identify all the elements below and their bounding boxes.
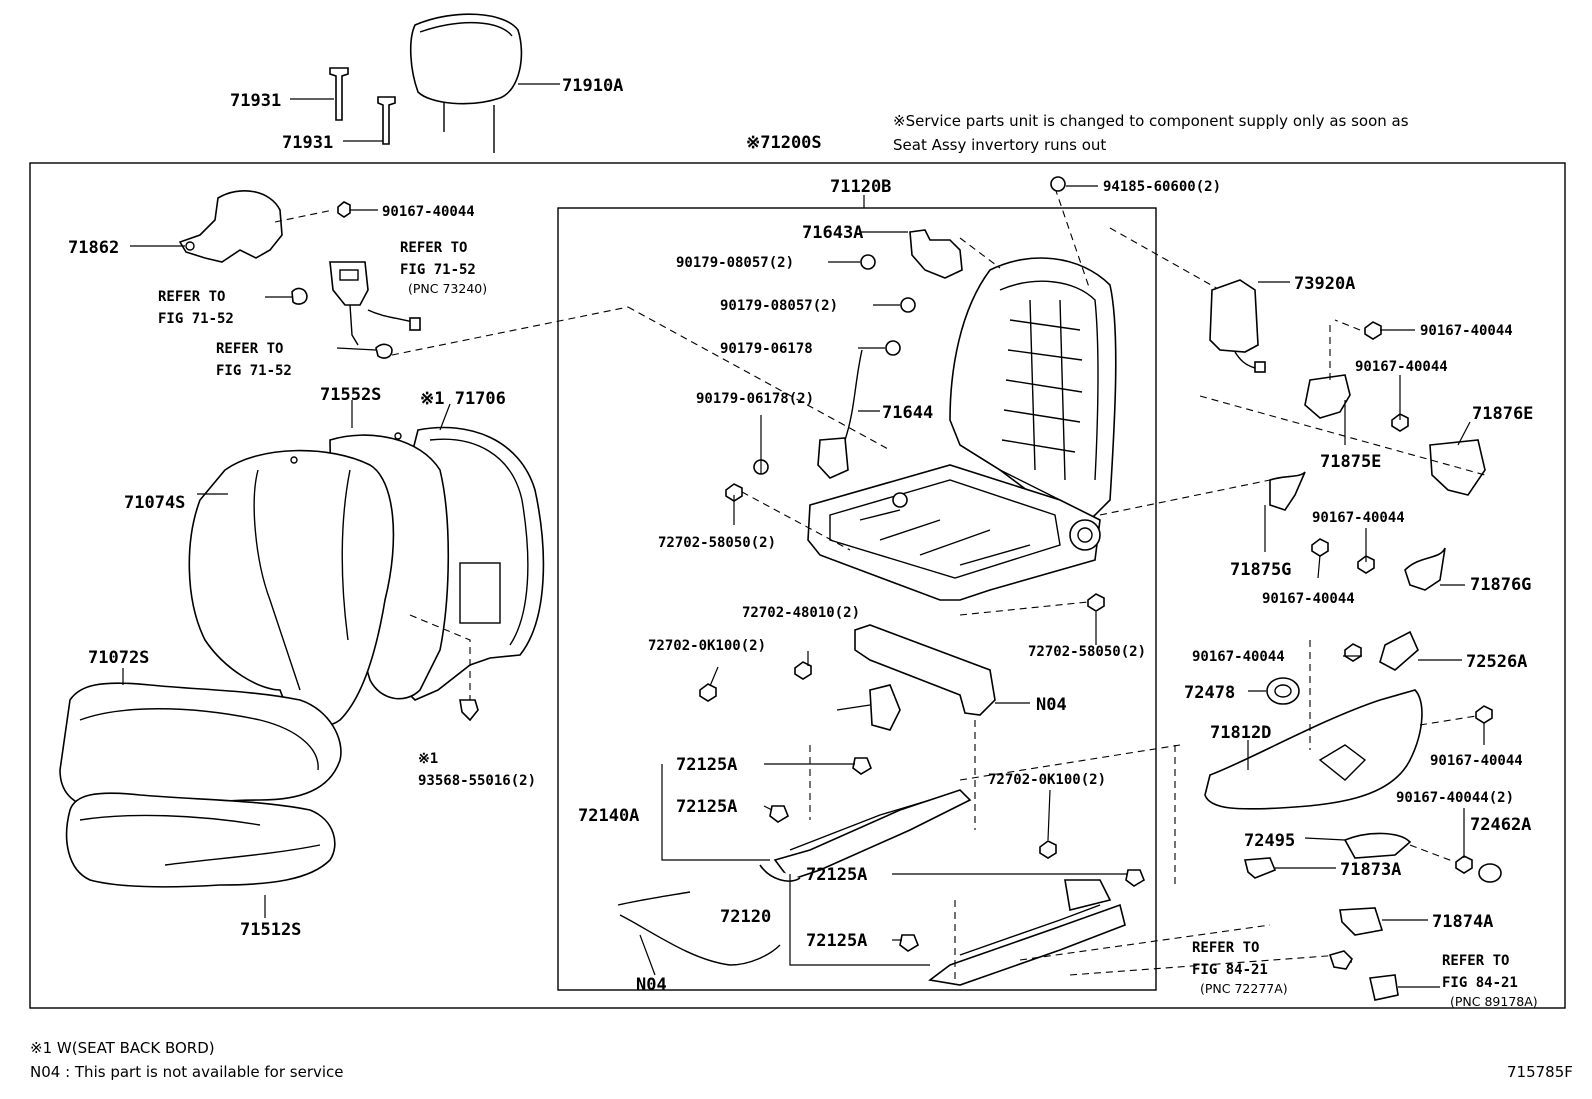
part-label-71512S: 71512S [240, 920, 301, 940]
part-label-72120: 72120 [720, 907, 771, 927]
footnote-2: N04 : This part is not available for ser… [30, 1063, 344, 1081]
service-note-line2: Seat Assy invertory runs out [893, 136, 1106, 154]
part-label-90167-40044-r6: 90167-40044 [1430, 753, 1523, 769]
part-label-72125A-2: 72125A [676, 797, 737, 817]
part-label-N04-bar: N04 [1036, 695, 1067, 715]
refer-5-pnc: (PNC 89178A) [1450, 994, 1538, 1009]
part-label-71876E: 71876E [1472, 404, 1533, 424]
part-label-71072S: 71072S [88, 648, 149, 668]
refer-2-line2: FIG 71-52 [158, 311, 234, 327]
refer-4-line1: REFER TO [1192, 940, 1259, 956]
seat-back-cover-illustration [188, 426, 545, 727]
part-label-71706: ※1 71706 [420, 389, 506, 409]
refer-3-line1: REFER TO [216, 341, 283, 357]
part-label-71931-a: 71931 [230, 91, 281, 111]
part-label-72462A: 72462A [1470, 815, 1531, 835]
part-label-71875G: 71875G [1230, 560, 1291, 580]
seat-frame-inner-box [557, 207, 1157, 991]
refer-1-pnc: (PNC 73240) [408, 281, 487, 296]
seat-cushion-illustration [59, 682, 342, 888]
part-label-73920A: 73920A [1294, 274, 1355, 294]
part-label-94185-60600: 94185-60600(2) [1103, 179, 1221, 195]
part-label-71552S: 71552S [320, 385, 381, 405]
footnote-1: ※1 W(SEAT BACK BORD) [30, 1039, 215, 1057]
part-71862-illustration [178, 190, 351, 263]
refer-2-line1: REFER TO [158, 289, 225, 305]
part-label-90167-40044-r5: 90167-40044 [1192, 649, 1285, 665]
right-side-parts-illustration [1204, 279, 1502, 1001]
refer-1-line2: FIG 71-52 [400, 262, 476, 278]
part-label-90167-40044-r1: 90167-40044 [1420, 323, 1513, 339]
diagram-code: 715785F [1507, 1063, 1573, 1081]
part-label-72702-0K100-a: 72702-0K100(2) [648, 638, 766, 654]
outer-frame [29, 162, 1566, 1009]
part-label-71876G: 71876G [1470, 575, 1531, 595]
part-label-90179-08057-b: 90179-08057(2) [720, 298, 838, 314]
part-label-90179-08057-a: 90179-08057(2) [676, 255, 794, 271]
part-label-72702-48010: 72702-48010(2) [742, 605, 860, 621]
part-label-71643A: 71643A [802, 223, 863, 243]
part-label-90167-40044-r2: 90167-40044 [1355, 359, 1448, 375]
part-label-72526A: 72526A [1466, 652, 1527, 672]
part-label-71120B: 71120B [830, 177, 891, 197]
part-label-72702-58050-a: 72702-58050(2) [658, 535, 776, 551]
refer-3-line2: FIG 71-52 [216, 363, 292, 379]
part-label-90167-40044-top: 90167-40044 [382, 204, 475, 220]
headrest-illustration [329, 13, 523, 153]
part-label-93568-mark: ※1 [418, 751, 438, 767]
part-label-71910A: 71910A [562, 76, 623, 96]
part-label-71875E: 71875E [1320, 452, 1381, 472]
part-label-N04-wire: N04 [636, 975, 667, 995]
part-label-90179-06178: 90179-06178 [720, 341, 813, 357]
lower-rail-illustration [617, 624, 1145, 986]
part-label-72702-0K100-b: 72702-0K100(2) [988, 772, 1106, 788]
part-label-72125A-1: 72125A [676, 755, 737, 775]
part-label-90167-40044-r3: 90167-40044 [1312, 510, 1405, 526]
seat-frame-illustration [807, 229, 1117, 601]
service-note-line1: ※Service parts unit is changed to compon… [893, 112, 1409, 130]
part-label-71873A: 71873A [1340, 860, 1401, 880]
part-label-72478: 72478 [1184, 683, 1235, 703]
part-label-90167-40044-r4: 90167-40044 [1262, 591, 1355, 607]
part-label-93568-55016: 93568-55016(2) [418, 773, 536, 789]
refer-4-pnc: (PNC 72277A) [1200, 981, 1288, 996]
part-label-90179-06178-2: 90179-06178(2) [696, 391, 814, 407]
part-label-72125A-3: 72125A [806, 865, 867, 885]
part-label-71874A: 71874A [1432, 912, 1493, 932]
part-label-71644: 71644 [882, 403, 933, 423]
part-label-90167-40044-2: 90167-40044(2) [1396, 790, 1514, 806]
part-label-71862: 71862 [68, 238, 119, 258]
refer-5-line2: FIG 84-21 [1442, 975, 1518, 991]
part-label-72140A: 72140A [578, 806, 639, 826]
refer-5-line1: REFER TO [1442, 953, 1509, 969]
seat-belt-buckle-illustration [291, 261, 421, 359]
part-label-72495: 72495 [1244, 831, 1295, 851]
part-label-72125A-4: 72125A [806, 931, 867, 951]
part-label-71200S: ※71200S [746, 133, 822, 153]
refer-4-line2: FIG 84-21 [1192, 962, 1268, 978]
part-label-71812D: 71812D [1210, 723, 1271, 743]
refer-1-line1: REFER TO [400, 240, 467, 256]
part-label-71074S: 71074S [124, 493, 185, 513]
part-label-71931-b: 71931 [282, 133, 333, 153]
part-label-72702-58050-b: 72702-58050(2) [1028, 644, 1146, 660]
